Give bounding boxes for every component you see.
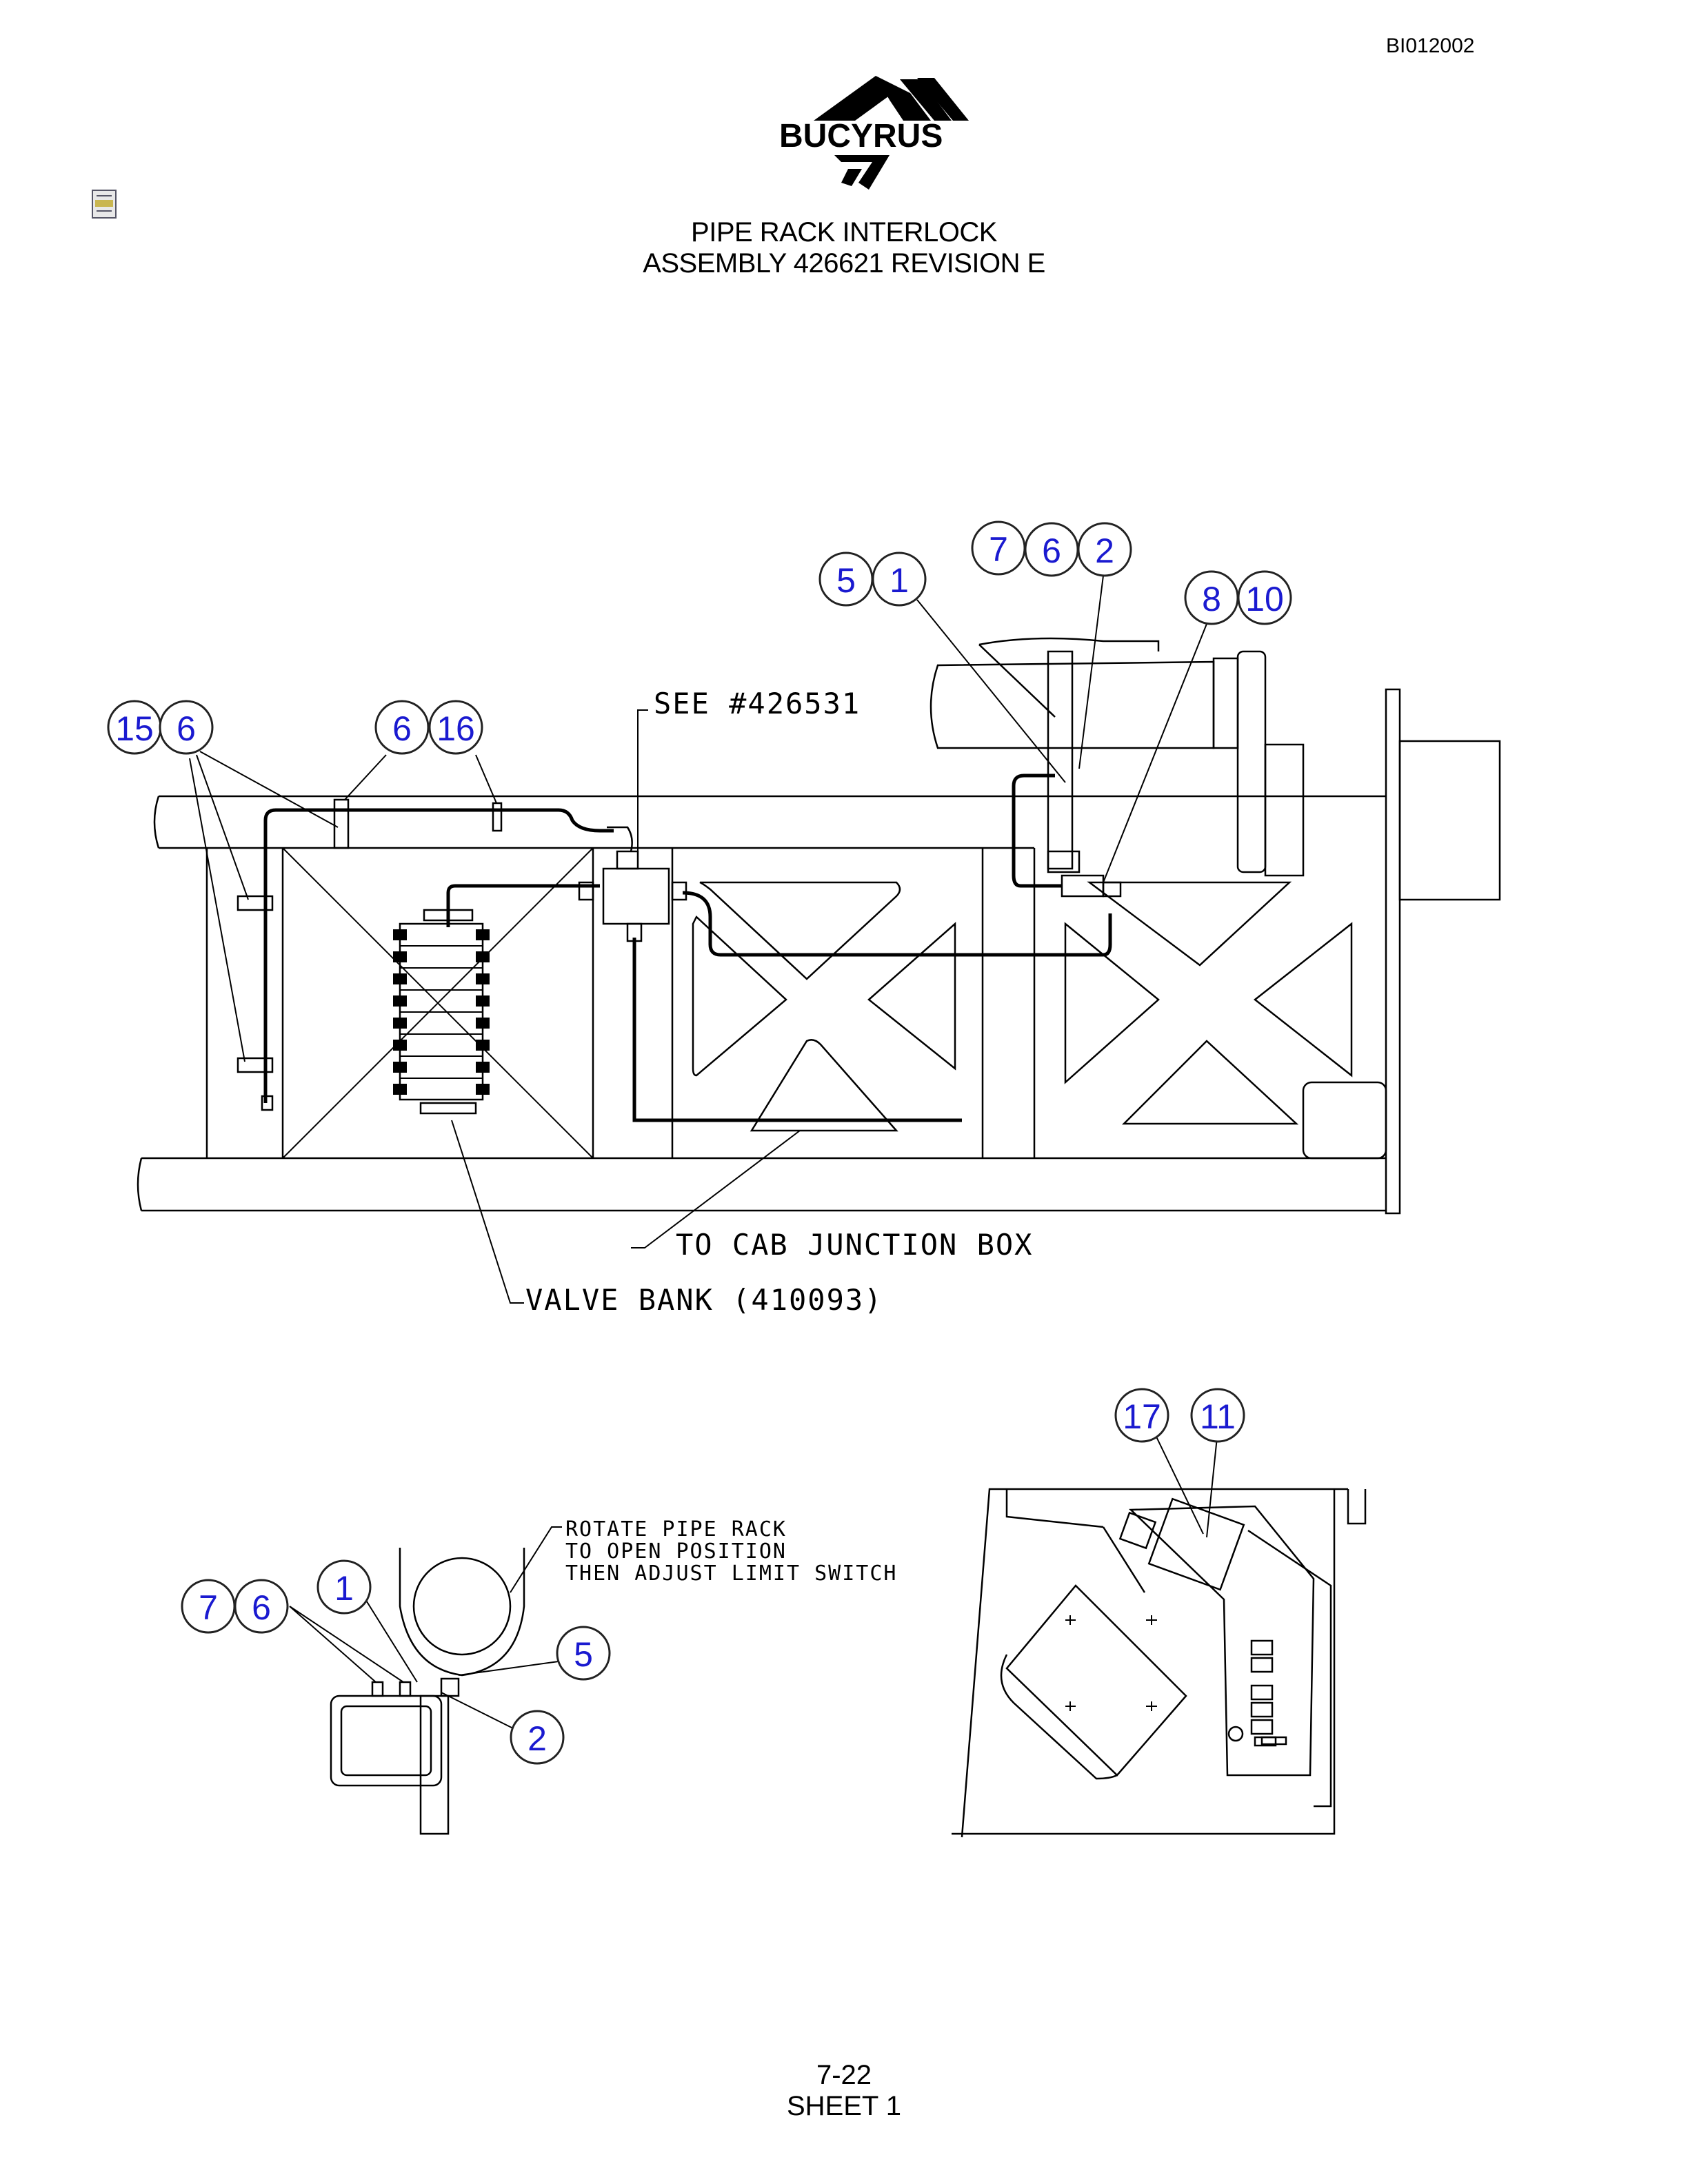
balloon-6: 6 <box>159 700 214 755</box>
rotate-note-line1: ROTATE PIPE RACK <box>565 1517 787 1541</box>
svg-text:7: 7 <box>199 1588 218 1627</box>
balloon-2: 2 <box>510 1710 565 1765</box>
rotate-note-line2: TO OPEN POSITION <box>565 1539 787 1564</box>
page-number: 7-22 <box>816 2060 872 2090</box>
balloon-17: 17 <box>1114 1388 1169 1443</box>
balloon-5: 5 <box>818 552 874 607</box>
page-title-line2: ASSEMBLY 426621 REVISION E <box>643 248 1045 279</box>
balloon-1: 1 <box>872 552 927 607</box>
balloon-6: 6 <box>374 700 430 755</box>
sheet-number: SHEET 1 <box>787 2091 901 2121</box>
svg-text:5: 5 <box>836 561 856 600</box>
logo-wordmark: BUCYRUS <box>779 118 943 154</box>
balloon-6: 6 <box>234 1579 289 1634</box>
main-view: SEE #426531 TO CAB JUNCTION BOX VALVE BA… <box>137 575 1501 1317</box>
balloon-5: 5 <box>556 1626 611 1681</box>
svg-text:16: 16 <box>436 709 475 748</box>
balloon-7: 7 <box>181 1579 236 1634</box>
bucyrus-logo: BUCYRUS <box>779 76 969 190</box>
svg-text:11: 11 <box>1200 1397 1236 1436</box>
balloon-16: 16 <box>428 700 483 755</box>
balloon-10: 10 <box>1237 570 1292 625</box>
see-reference-label: SEE #426531 <box>654 687 861 720</box>
balloon-8: 8 <box>1184 570 1239 625</box>
svg-text:1: 1 <box>334 1569 354 1608</box>
page-title-line1: PIPE RACK INTERLOCK <box>691 217 997 247</box>
svg-text:1: 1 <box>890 561 909 600</box>
balloon-2: 2 <box>1077 522 1132 577</box>
svg-text:2: 2 <box>528 1719 547 1758</box>
detail-limit-switch: ROTATE PIPE RACK TO OPEN POSITION THEN A… <box>289 1517 897 1835</box>
detail-junction-box <box>952 1433 1367 1838</box>
svg-text:7: 7 <box>989 530 1008 569</box>
valve-bank <box>393 909 490 1115</box>
svg-text:15: 15 <box>115 709 154 748</box>
svg-text:6: 6 <box>177 709 196 748</box>
note-icon[interactable] <box>91 189 119 219</box>
balloon-1: 1 <box>316 1559 372 1615</box>
svg-text:8: 8 <box>1202 580 1221 618</box>
svg-text:10: 10 <box>1245 580 1284 618</box>
balloon-7: 7 <box>971 520 1026 576</box>
svg-text:2: 2 <box>1095 532 1114 570</box>
valve-bank-label: VALVE BANK (410093) <box>525 1283 883 1317</box>
svg-text:6: 6 <box>392 709 412 748</box>
svg-text:5: 5 <box>574 1635 593 1674</box>
balloon-6: 6 <box>1024 522 1079 577</box>
rotate-note-line3: THEN ADJUST LIMIT SWITCH <box>565 1561 897 1586</box>
document-id: BI012002 <box>1386 34 1475 57</box>
cab-junction-label: TO CAB JUNCTION BOX <box>676 1228 1033 1262</box>
balloon-11: 11 <box>1190 1388 1245 1443</box>
svg-text:17: 17 <box>1123 1397 1161 1436</box>
svg-text:6: 6 <box>252 1588 271 1627</box>
svg-text:6: 6 <box>1042 532 1061 570</box>
balloon-15: 15 <box>107 700 162 755</box>
